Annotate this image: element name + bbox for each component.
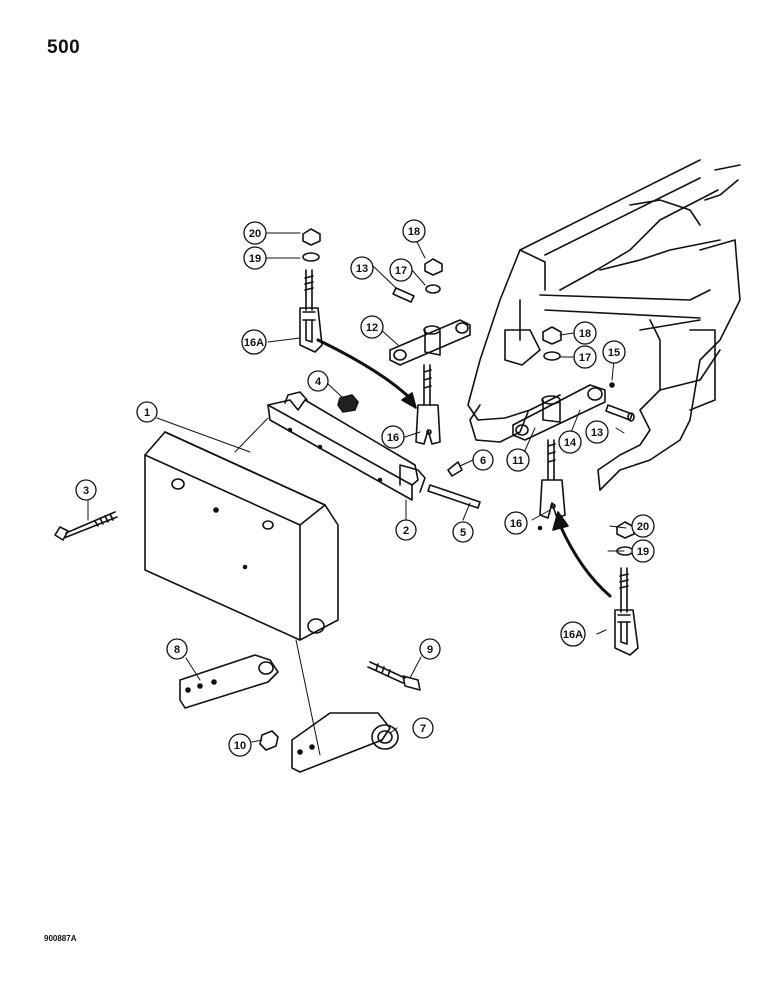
- callout-15: 15: [602, 340, 626, 364]
- washer-17-right: [543, 351, 561, 361]
- washer-19-left: [302, 252, 320, 262]
- svg-text:15: 15: [608, 347, 620, 359]
- svg-text:20: 20: [249, 228, 261, 240]
- svg-text:19: 19: [637, 546, 649, 558]
- counterweight: [144, 431, 339, 641]
- arrow-right: [558, 523, 612, 598]
- svg-text:16: 16: [387, 432, 399, 444]
- svg-text:9: 9: [427, 644, 433, 656]
- pin-13-right: [605, 404, 635, 422]
- callout-13-left: 13: [350, 256, 374, 280]
- callout-16-right: 16: [504, 511, 528, 535]
- callout-11: 11: [506, 448, 530, 472]
- drawing-code: 900887A: [44, 934, 77, 943]
- svg-text:7: 7: [420, 723, 426, 735]
- callout-7: 7: [412, 717, 434, 739]
- callout-2: 2: [395, 519, 417, 541]
- svg-text:17: 17: [395, 265, 407, 277]
- svg-text:6: 6: [480, 455, 486, 467]
- callout-17-left: 17: [389, 258, 413, 282]
- washer-17-left: [425, 284, 441, 294]
- bracket-8: [179, 654, 279, 709]
- svg-text:4: 4: [315, 376, 322, 388]
- callout-4: 4: [307, 370, 329, 392]
- loader-frame: [467, 159, 741, 491]
- rod-16A-left: [299, 269, 323, 353]
- arrow-left: [316, 338, 412, 400]
- callout-18-left: 18: [402, 219, 426, 243]
- nut-20-right: [616, 521, 635, 539]
- svg-text:14: 14: [564, 437, 577, 449]
- callout-1: 1: [136, 401, 158, 423]
- svg-text:16A: 16A: [563, 629, 583, 641]
- nut-20-left: [302, 228, 321, 246]
- svg-text:19: 19: [249, 253, 261, 265]
- rod-16A-right: [614, 567, 639, 656]
- callout-13-right: 13: [585, 420, 609, 444]
- callout-20-right: 20: [631, 514, 655, 538]
- svg-text:13: 13: [356, 263, 368, 275]
- link-12-left: [389, 319, 471, 366]
- spacer-4: [337, 394, 359, 413]
- callout-18-right: 18: [573, 321, 597, 345]
- svg-text:1: 1: [144, 407, 150, 419]
- callout-16A-right: 16A: [560, 621, 586, 647]
- clevis-16-right: [539, 439, 566, 519]
- svg-text:18: 18: [408, 226, 420, 238]
- svg-text:12: 12: [366, 322, 378, 334]
- nut-18-right: [542, 326, 562, 345]
- callout-12: 12: [360, 315, 384, 339]
- svg-text:17: 17: [579, 352, 591, 364]
- svg-text:5: 5: [460, 527, 466, 539]
- svg-text:16A: 16A: [244, 337, 264, 349]
- bolt-3: [54, 511, 118, 541]
- callout-16-left: 16: [381, 425, 405, 449]
- callout-9: 9: [419, 638, 441, 660]
- callout-14: 14: [558, 430, 582, 454]
- callout-8: 8: [166, 638, 188, 660]
- weight-bracket: [267, 391, 426, 501]
- arrow-left-head: [401, 392, 417, 409]
- bracket-7: [291, 712, 399, 773]
- clip-6: [447, 461, 463, 477]
- page-number: 500: [47, 37, 81, 58]
- bolt-9: [367, 661, 421, 691]
- callout-10: 10: [228, 733, 252, 757]
- callout-19-left: 19: [243, 246, 267, 270]
- svg-text:2: 2: [403, 525, 409, 537]
- nut-10: [259, 730, 279, 751]
- callout-6: 6: [472, 449, 494, 471]
- svg-text:20: 20: [637, 521, 649, 533]
- callout-17-right: 17: [573, 345, 597, 369]
- svg-text:18: 18: [579, 328, 591, 340]
- pin-13-left: [392, 287, 415, 303]
- svg-text:16: 16: [510, 518, 522, 530]
- link-14-right: [512, 384, 606, 441]
- pin-5: [427, 484, 481, 509]
- svg-text:13: 13: [591, 427, 603, 439]
- nut-18-left: [424, 258, 443, 276]
- callout-20-left: 20: [243, 221, 267, 245]
- svg-text:8: 8: [174, 644, 180, 656]
- callout-3: 3: [75, 479, 97, 501]
- leader-lines: [87, 232, 627, 756]
- arrow-right-head: [552, 511, 569, 531]
- callout-19-right: 19: [631, 539, 655, 563]
- svg-text:11: 11: [512, 455, 524, 467]
- svg-text:3: 3: [83, 485, 89, 497]
- svg-text:10: 10: [234, 740, 246, 752]
- clevis-16-left: [415, 364, 441, 445]
- callout-5: 5: [452, 521, 474, 543]
- ball-15-right: [609, 382, 615, 388]
- callout-16A-left: 16A: [241, 329, 267, 355]
